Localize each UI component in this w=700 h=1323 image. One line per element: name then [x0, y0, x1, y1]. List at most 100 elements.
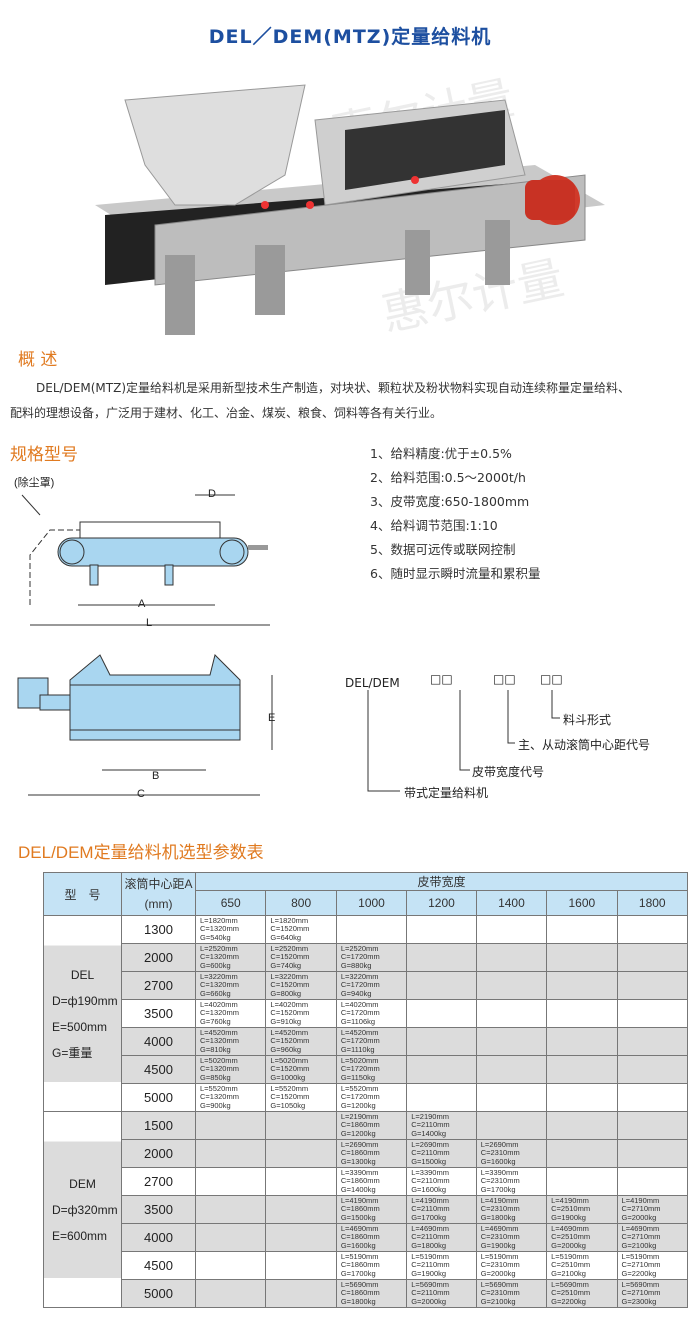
- param-cell: [194, 1111, 267, 1140]
- param-cell: [194, 1223, 267, 1252]
- param-line: G=800kg: [270, 988, 302, 998]
- param-cell: [475, 1027, 548, 1056]
- param-line: C=2510mm: [551, 1232, 591, 1242]
- param-line: G=1900kg: [480, 1240, 516, 1250]
- param-cell: [265, 1251, 337, 1280]
- param-line: G=1800kg: [340, 1296, 376, 1306]
- param-line: C=1520mm: [270, 1036, 310, 1046]
- param-line: L=5690mm: [480, 1279, 519, 1289]
- feature-item: 1、给料精度:优于±0.5%: [370, 446, 512, 461]
- param-line: G=1106kg: [340, 1016, 376, 1026]
- feature-list: 1、给料精度:优于±0.5% 2、给料范围:0.5～2000t/h 3、皮带宽度…: [370, 442, 540, 586]
- overview-text-2: 配料的理想设备，广泛用于建材、化工、冶金、煤炭、粮食、饲料等各有关行业。: [10, 406, 443, 420]
- param-line: C=1860mm: [340, 1176, 380, 1186]
- dust-cover-label: (除尘罩): [14, 477, 55, 489]
- param-line: C=1860mm: [340, 1288, 380, 1298]
- param-line: C=1720mm: [340, 1008, 380, 1018]
- param-line: C=1520mm: [270, 952, 310, 962]
- feature-item: 2、给料范围:0.5～2000t/h: [370, 470, 526, 485]
- param-line: C=2310mm: [480, 1176, 520, 1186]
- param-cell: [406, 1083, 477, 1112]
- param-line: G=600kg: [200, 960, 231, 970]
- code-label-belt-width: 皮带宽度代号: [472, 765, 545, 779]
- model-spec-line: G=重量: [52, 1045, 93, 1060]
- param-line: L=4690mm: [411, 1223, 449, 1233]
- param-line: G=1500kg: [411, 1156, 447, 1166]
- param-line: G=640kg: [270, 932, 302, 942]
- param-line: L=5020mm: [200, 1055, 238, 1065]
- param-line: L=5190mm: [411, 1251, 449, 1261]
- param-line: C=2310mm: [480, 1260, 520, 1270]
- param-cell: [546, 915, 618, 944]
- param-line: L=2690mm: [340, 1139, 379, 1149]
- param-line: C=1320mm: [200, 1092, 239, 1102]
- param-line: C=1860mm: [340, 1148, 380, 1158]
- param-line: C=1860mm: [340, 1120, 380, 1130]
- param-line: L=4190mm: [621, 1195, 660, 1205]
- param-line: L=5690mm: [551, 1279, 589, 1289]
- param-line: L=4690mm: [340, 1223, 379, 1233]
- param-cell: [265, 1111, 337, 1140]
- param-cell: [475, 1083, 548, 1112]
- param-line: L=4190mm: [411, 1195, 449, 1205]
- drum-distance-cell: 5000: [121, 1279, 196, 1308]
- param-line: G=1700kg: [340, 1268, 376, 1278]
- code-boxes-distance: □□: [493, 672, 516, 686]
- param-line: C=2310mm: [480, 1288, 520, 1298]
- param-cell: [194, 1195, 267, 1224]
- feature-item: 6、随时显示瞬时流量和累积量: [370, 566, 541, 581]
- param-line: C=1720mm: [340, 1064, 380, 1074]
- param-line: G=1150kg: [340, 1072, 376, 1082]
- dimension-b-label: B: [152, 770, 160, 782]
- header-model: 型 号: [43, 872, 122, 916]
- model-spec-line: D=ф320mm: [52, 1202, 118, 1217]
- param-line: G=900kg: [200, 1100, 231, 1110]
- drum-distance-cell: 5000: [121, 1083, 196, 1112]
- feature-item: 4、给料调节范围:1:10: [370, 518, 498, 533]
- param-line: G=1600kg: [340, 1240, 376, 1250]
- param-line: G=1700kg: [480, 1184, 516, 1194]
- model-spec-line: DEL: [70, 967, 95, 982]
- param-line: C=2110mm: [411, 1288, 450, 1298]
- param-line: G=850kg: [200, 1072, 231, 1082]
- param-line: L=2520mm: [270, 943, 309, 953]
- width-header-1200: 1200: [406, 890, 477, 916]
- drum-distance-cell: 4000: [121, 1223, 196, 1252]
- drum-distance-cell: 3500: [121, 1195, 196, 1224]
- param-line: C=2710mm: [621, 1232, 661, 1242]
- param-cell: [616, 915, 689, 944]
- param-line: C=1720mm: [340, 980, 380, 990]
- param-cell: [265, 1167, 337, 1196]
- param-line: G=1600kg: [480, 1156, 516, 1166]
- param-line: G=1500kg: [340, 1212, 376, 1222]
- param-cell: [546, 943, 618, 972]
- param-line: L=4190mm: [480, 1195, 519, 1205]
- param-line: G=1300kg: [340, 1156, 376, 1166]
- param-line: G=2200kg: [551, 1296, 586, 1306]
- param-line: C=1860mm: [340, 1232, 380, 1242]
- param-line: L=4020mm: [200, 999, 238, 1009]
- code-label-feeder-type: 带式定量给料机: [404, 786, 489, 800]
